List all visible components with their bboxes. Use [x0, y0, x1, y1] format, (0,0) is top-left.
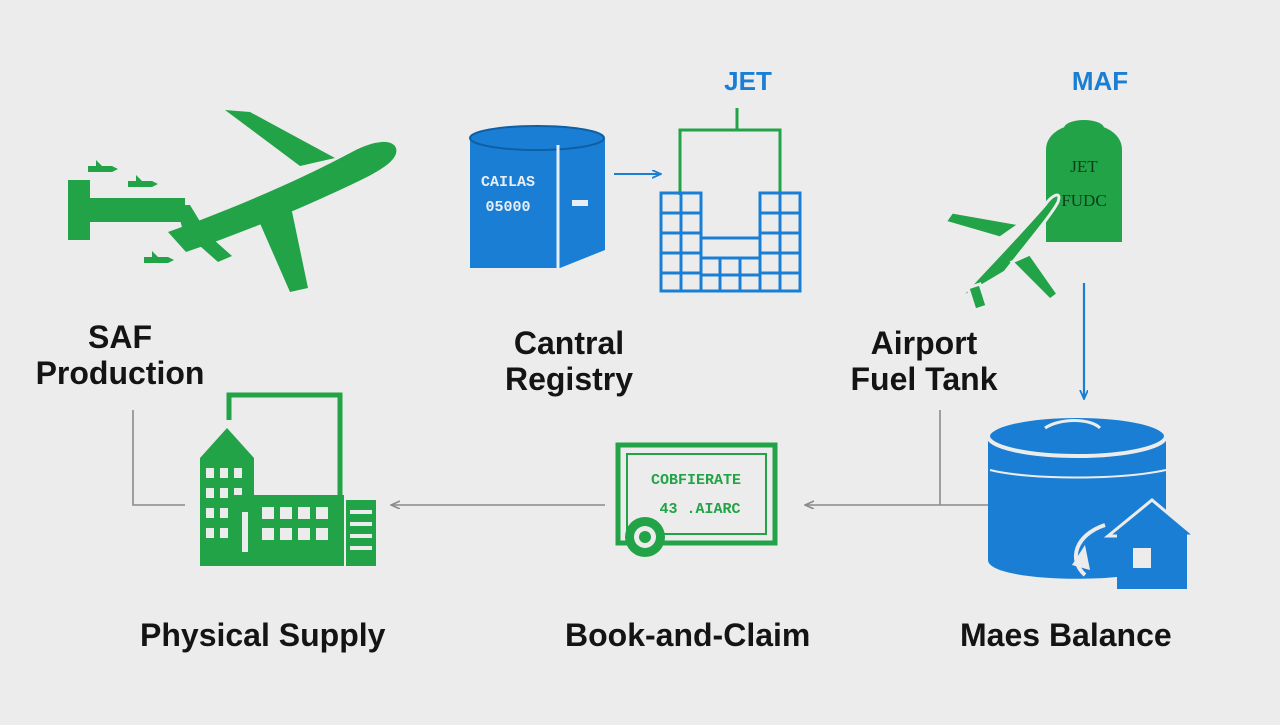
fuel-tank-airplane-icon: JET FUDC	[942, 120, 1122, 312]
tank-label-line1: JET	[1070, 157, 1098, 176]
airport-fuel-tank-line1: Airport	[870, 325, 978, 361]
book-and-claim-label: Book-and-Claim	[565, 617, 811, 653]
registry-top-label: JET	[724, 66, 772, 96]
central-registry-line1: Cantral	[513, 325, 625, 361]
saf-production-line2: Production	[35, 354, 205, 391]
mass-balance-label: Maes Balance	[960, 617, 1172, 653]
connector-lines	[132, 174, 1084, 506]
airplane-icon	[68, 110, 397, 292]
physical-supply-label: Physical Supply	[140, 617, 386, 653]
building-grid-icon	[659, 108, 802, 293]
certificate-line2: 43 .AIARC	[659, 501, 740, 518]
saf-production-label: SAF Production	[34, 319, 206, 392]
saf-production-line1: SAF	[88, 319, 152, 355]
registry-badge-line2: 05000	[485, 199, 530, 216]
database-cylinder-icon: CAILAS 05000	[469, 125, 605, 268]
storage-tank-house-icon	[986, 414, 1200, 589]
tank-label-line2: FUDC	[1061, 191, 1106, 210]
connector-saf-to-supply	[132, 410, 185, 506]
airport-top-label: MAF	[1072, 66, 1128, 96]
airport-fuel-tank-line2: Fuel Tank	[850, 360, 998, 397]
certificate-line1: COBFIERATE	[651, 472, 741, 489]
factory-icon	[200, 392, 376, 566]
small-plane-marks	[88, 160, 174, 263]
registry-badge-line1: CAILAS	[481, 174, 535, 191]
certificate-icon: COBFIERATE 43 .AIARC	[615, 442, 778, 557]
central-registry-label: Cantral Registry	[500, 325, 638, 398]
airport-fuel-tank-label: Airport Fuel Tank	[846, 325, 1002, 398]
central-registry-line2: Registry	[504, 360, 634, 397]
